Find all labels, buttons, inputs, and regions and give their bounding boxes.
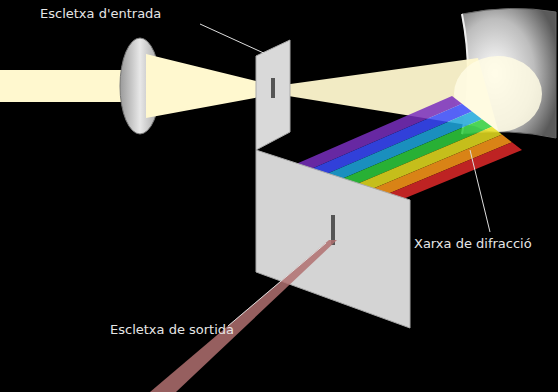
part-label: Escletxa de sortida (110, 322, 234, 338)
leader-line (228, 243, 326, 326)
light-beam (0, 70, 140, 102)
leader-line (200, 24, 268, 55)
entrance-slit (271, 78, 275, 98)
part-label: Escletxa d'entrada (40, 6, 161, 22)
entrance-slit-panel (256, 40, 290, 150)
exit-slit-panel (256, 150, 410, 328)
part-label: Xarxa de difracció (414, 236, 532, 252)
leader-line (470, 150, 490, 232)
spectrum-band (360, 135, 512, 200)
output-beam (150, 240, 337, 392)
